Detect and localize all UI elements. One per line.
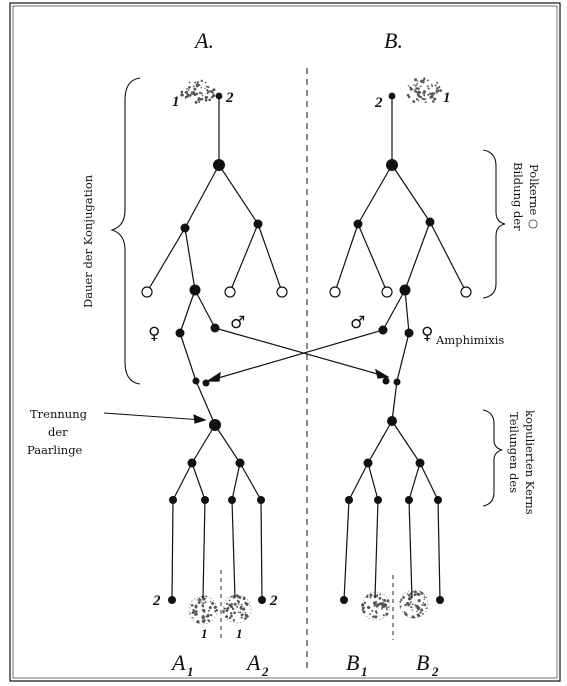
division-a-leaf-2	[201, 496, 209, 504]
macronucleus-a2	[222, 594, 252, 624]
polar-body-b-1	[329, 286, 341, 298]
arrow-a-to-b-head	[375, 368, 390, 379]
nucleus-b-div2-right	[425, 217, 435, 227]
nucleus-b-micro	[388, 92, 396, 100]
nucleus-b-div2-left	[353, 219, 363, 229]
label-a-2: 2	[225, 90, 234, 106]
synkaryon-b	[387, 416, 397, 426]
trennung-line2: der	[48, 425, 68, 439]
division-b-left	[363, 458, 373, 468]
trennung-arrow	[103, 412, 207, 424]
teilungen-line1: Teilungen des	[507, 412, 521, 493]
micronucleus-a1	[168, 596, 176, 604]
micronucleus-b1	[340, 596, 348, 604]
division-b-right	[415, 458, 425, 468]
zygote-pair-a-2	[202, 379, 210, 387]
label-a1-1: 1	[201, 626, 208, 641]
dauer-label: Dauer der Konjugation	[81, 174, 95, 308]
svg-text:1: 1	[361, 664, 368, 679]
nucleus-b-pronucleus-parent	[399, 284, 411, 296]
label-a1-2: 2	[152, 593, 161, 609]
polar-body-a-2	[224, 286, 236, 298]
amphimixis-label: Amphimixis	[435, 333, 504, 347]
brace-dauer	[110, 77, 141, 385]
arrow-b-to-a	[207, 329, 384, 382]
division-a-left	[187, 458, 197, 468]
bottom-label-a2: A 2	[245, 650, 269, 679]
svg-text:2: 2	[431, 664, 439, 679]
polar-body-b-3	[460, 286, 472, 298]
division-b-leaf-1	[345, 496, 353, 504]
synkaryon-a	[209, 419, 221, 431]
micronucleus-b2	[436, 596, 444, 604]
svg-text:1: 1	[187, 664, 194, 679]
nucleus-a-div1	[213, 159, 225, 171]
division-b-leaf-3	[405, 496, 413, 504]
macronucleus-b2	[399, 589, 429, 619]
male-symbol-b: ♂	[350, 313, 365, 333]
nuclei-nodes	[141, 92, 472, 604]
svg-text:B: B	[346, 650, 359, 675]
macronucleus-a-top	[180, 79, 216, 104]
label-a2-1: 1	[236, 626, 243, 641]
diagram-frame	[9, 2, 561, 682]
svg-text:A: A	[170, 650, 186, 675]
macronucleus-b-top	[406, 77, 442, 104]
bottom-label-a1: A 1	[170, 650, 194, 679]
brace-teilungen	[482, 409, 503, 507]
bottom-label-b1: B 1	[346, 650, 368, 679]
lineage-lines	[146, 97, 467, 601]
stippled-macronuclei	[180, 77, 442, 625]
bottom-label-b2: B 2	[416, 650, 439, 679]
amphimixis-arrows	[206, 327, 390, 382]
female-symbol-b: ♀	[421, 324, 433, 344]
nucleus-a-div2-right	[253, 219, 263, 229]
bildung-line2: Polkerne ○	[527, 164, 541, 229]
column-b-header: B.	[384, 28, 403, 53]
female-symbol-a: ♀	[148, 324, 160, 344]
division-b-leaf-4	[434, 496, 442, 504]
female-pronucleus-a	[175, 328, 185, 338]
female-pronucleus-b	[404, 328, 414, 338]
brace-bildung	[482, 149, 506, 299]
zygote-pair-a-1	[192, 377, 200, 385]
division-a-leaf-1	[169, 496, 177, 504]
nucleus-a-div2-left	[180, 223, 190, 233]
zygote-pair-b-1	[382, 377, 390, 385]
male-symbol-a: ♂	[230, 313, 245, 333]
label-a2-2: 2	[269, 593, 278, 609]
label-a-1: 1	[172, 94, 180, 110]
trennung-line1: Trennung	[30, 407, 88, 421]
division-a-right	[235, 458, 245, 468]
arrow-b-to-a-head	[206, 371, 221, 382]
diagram-inner-frame	[12, 5, 558, 679]
micronucleus-a2	[258, 596, 266, 604]
polar-body-a-3	[276, 286, 288, 298]
male-pronucleus-a	[210, 323, 220, 333]
division-b-leaf-2	[374, 496, 382, 504]
svg-text:2: 2	[261, 664, 269, 679]
polar-body-a-1	[141, 286, 153, 298]
column-a-header: A.	[193, 28, 214, 53]
label-b-2: 2	[374, 95, 383, 111]
nucleus-a-pronucleus-parent	[189, 284, 201, 296]
division-a-leaf-4	[257, 496, 265, 504]
teilungen-line2: kopulierten Kerns	[523, 410, 537, 515]
nucleus-b-div1	[386, 159, 398, 171]
division-a-leaf-3	[228, 496, 236, 504]
nucleus-a-micro	[215, 92, 223, 100]
macronucleus-a1	[188, 595, 219, 625]
bildung-line1: Bildung der	[511, 162, 525, 231]
male-pronucleus-b	[378, 325, 388, 335]
trennung-line3: Paarlinge	[27, 443, 83, 457]
macronucleus-b1	[361, 591, 391, 621]
label-b-1: 1	[443, 90, 451, 106]
svg-text:B: B	[416, 650, 429, 675]
polar-body-b-2	[381, 286, 393, 298]
arrow-a-to-b	[214, 327, 389, 378]
zygote-pair-b-2	[393, 378, 401, 386]
svg-text:A: A	[245, 650, 261, 675]
